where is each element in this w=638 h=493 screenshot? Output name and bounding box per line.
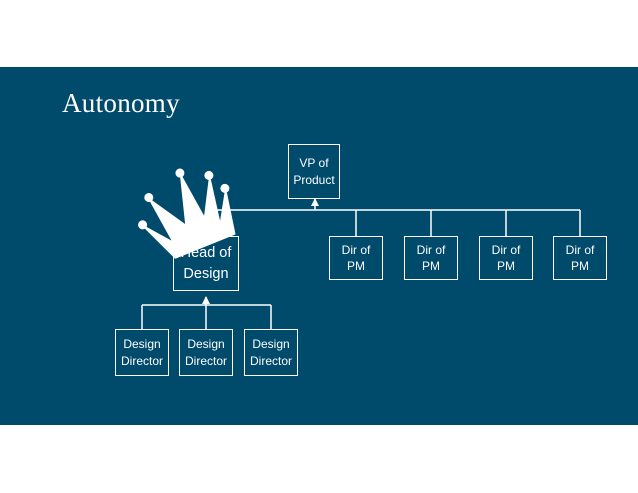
node-vp-line1: VP of	[299, 156, 329, 171]
node-design-director: Design Director	[179, 329, 233, 376]
slide-background	[0, 67, 638, 425]
node-dir-of-pm: Dir of PM	[404, 236, 458, 280]
node-design-director: Design Director	[244, 329, 298, 376]
node-pm-line2: PM	[422, 259, 440, 273]
node-dd-line2: Director	[184, 353, 227, 368]
node-dd-line1: Design	[123, 337, 161, 352]
node-design-director: Design Director	[115, 329, 169, 376]
slide-title: Autonomy	[62, 88, 180, 118]
crown-icon	[138, 168, 236, 259]
node-pm-line1: Dir of	[491, 242, 521, 257]
node-pm-line2: PM	[497, 259, 515, 273]
node-pm-line1: Dir of	[341, 242, 371, 257]
node-dd-line2: Director	[120, 353, 163, 368]
node-pm-line1: Dir of	[565, 242, 595, 257]
node-pm-line1: Dir of	[416, 242, 446, 257]
node-dir-of-pm: Dir of PM	[553, 236, 607, 280]
node-dd-line1: Design	[187, 337, 225, 352]
node-pm-line2: PM	[347, 259, 365, 273]
node-dir-of-pm: Dir of PM	[479, 236, 533, 280]
arrowhead-vp	[311, 198, 319, 206]
node-pm-line2: PM	[571, 259, 589, 273]
node-vp-line2: Product	[293, 172, 335, 187]
node-head-line2: Design	[183, 265, 229, 282]
node-vp-of-product: VP of Product	[288, 144, 340, 199]
arrowhead-head	[202, 296, 210, 304]
node-dd-line1: Design	[252, 337, 290, 352]
node-head-line1: Head of	[180, 245, 232, 262]
node-dir-of-pm: Dir of PM	[329, 236, 383, 280]
node-head-of-design: Head of Design	[173, 236, 239, 291]
node-dd-line2: Director	[249, 353, 292, 368]
